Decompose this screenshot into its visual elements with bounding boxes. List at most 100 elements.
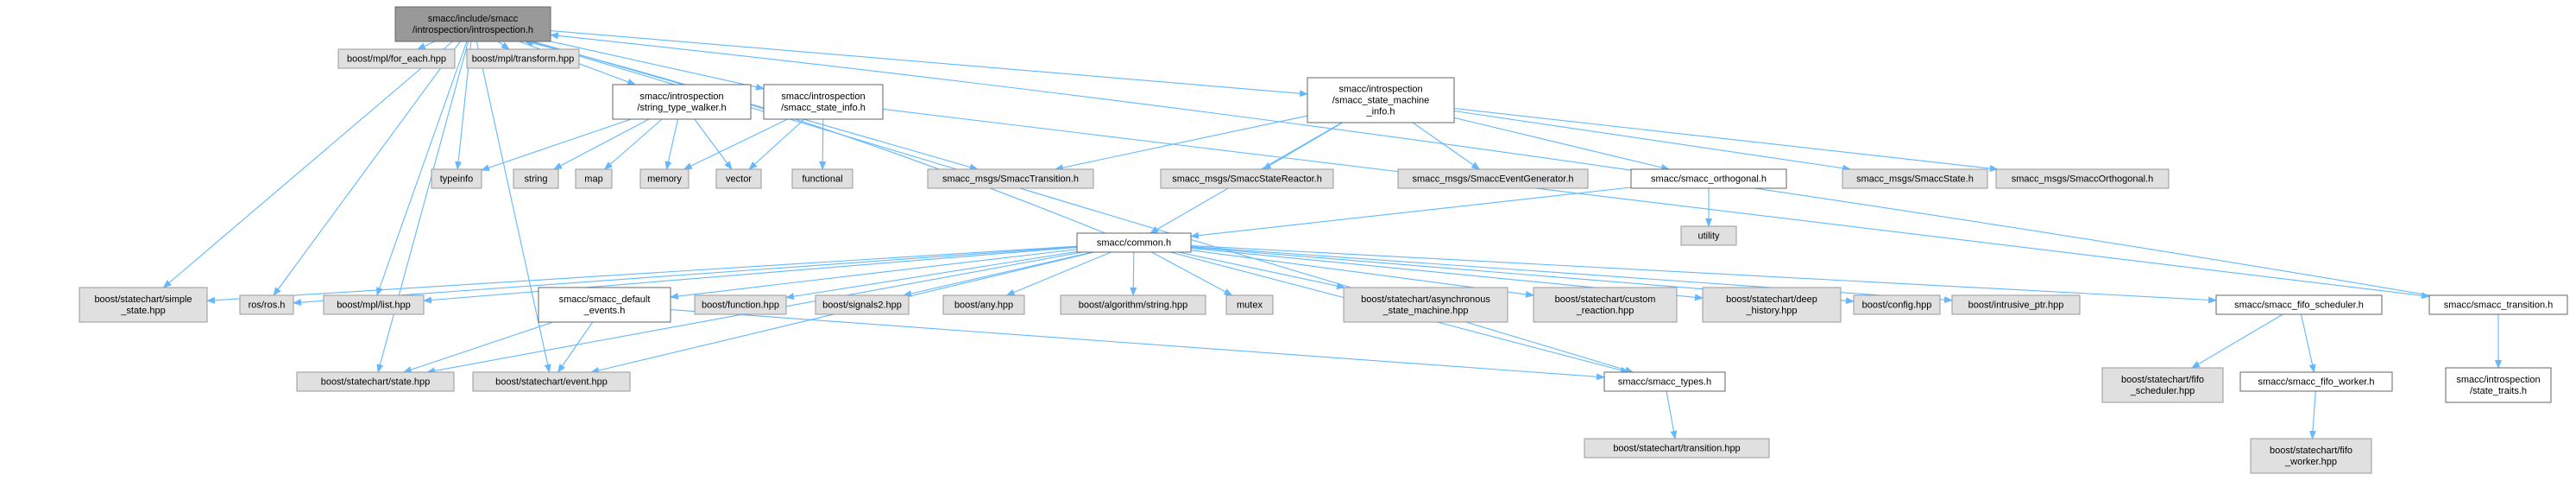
node-label-SmaccOrthogonal-line-0: smacc_msgs/SmaccOrthogonal.h [2012, 174, 2153, 185]
edge-smacc_types-to-transition_hpp [1666, 390, 1678, 440]
node-functional: functional [791, 168, 853, 189]
edge-smacc_transition-to-root [550, 32, 2430, 296]
node-label-smacc_state_info-line-1: /smacc_state_info.h [781, 103, 866, 113]
node-label-transition_hpp-line-0: boost/statechart/transition.hpp [1613, 444, 1740, 454]
node-box-smacc_orthogonal [1630, 168, 1787, 189]
node-transition_hpp: boost/statechart/transition.hpp [1584, 438, 1770, 459]
node-SmaccEventGenerator: smacc_msgs/SmaccEventGenerator.h [1397, 168, 1589, 189]
node-label-utility-line-0: utility [1697, 231, 1720, 242]
node-SmaccTransition: smacc_msgs/SmaccTransition.h [927, 168, 1094, 189]
node-SmaccStateReactor: smacc_msgs/SmaccStateReactor.h [1160, 168, 1334, 189]
node-box-string [513, 168, 559, 189]
node-label-state_hpp-line-0: boost/statechart/state.hpp [321, 377, 431, 388]
node-smacc_state_machine_info[interactable]: smacc/introspection/smacc_state_machine_… [1307, 77, 1455, 123]
edge-string_type_walker-to-memory [664, 118, 679, 170]
node-smacc_transition[interactable]: smacc/smacc_transition.h [2428, 294, 2568, 315]
node-default_events[interactable]: smacc/smacc_default_events.h [538, 287, 671, 323]
node-label-smacc_state_info-line-0: smacc/introspection [781, 92, 865, 102]
node-string: string [513, 168, 559, 189]
node-utility: utility [1680, 225, 1737, 246]
edge-smacc_state_machine_info-to-smacc_orthogonal [1453, 117, 1671, 171]
edge-common-to-ros [293, 246, 1078, 307]
node-box-mpl_transform [466, 48, 580, 69]
node-box-state_hpp [296, 371, 455, 392]
node-function: boost/function.hpp [694, 294, 787, 315]
node-label-custom_reaction-line-0: boost/statechart/custom [1555, 294, 1656, 305]
node-fifo_worker_hpp: boost/statechart/fifo_worker.hpp [2250, 438, 2372, 474]
node-box-typeinfo [431, 168, 482, 189]
edge-root-to-state_hpp [376, 41, 469, 373]
node-box-memory [639, 168, 690, 189]
edge-fifo_scheduler-to-fifo_scheduler_hpp [2191, 313, 2283, 369]
edge-common-to-intrusive_ptr [1190, 246, 1953, 304]
node-box-SmaccEventGenerator [1397, 168, 1589, 189]
node-string_type_walker[interactable]: smacc/introspection/string_type_walker.h [612, 84, 752, 120]
edge-common-to-signals2 [903, 251, 1093, 297]
node-label-root-line-0: smacc/include/smacc [428, 14, 519, 24]
node-mutex: mutex [1225, 294, 1274, 315]
node-box-SmaccTransition [927, 168, 1094, 189]
node-box-mpl_list [323, 294, 425, 315]
node-box-state_traits [2445, 367, 2552, 403]
node-label-async_sm-line-1: _state_machine.hpp [1382, 306, 1468, 316]
node-box-fifo_scheduler [2215, 294, 2383, 315]
node-SmaccState: smacc_msgs/SmaccState.h [1842, 168, 1988, 189]
node-box-deep_history [1702, 287, 1842, 323]
node-smacc_state_info[interactable]: smacc/introspection/smacc_state_info.h [763, 84, 884, 120]
node-label-string_type_walker-line-0: smacc/introspection [639, 92, 723, 102]
node-label-config-line-0: boost/config.hpp [1862, 300, 1932, 311]
node-label-state_traits-line-0: smacc/introspection [2456, 375, 2540, 385]
edge-smacc_state_info-to-memory [683, 118, 788, 170]
node-smacc_orthogonal[interactable]: smacc/smacc_orthogonal.h [1630, 168, 1787, 189]
node-fifo_worker[interactable]: smacc/smacc_fifo_worker.h [2239, 371, 2393, 392]
node-box-intrusive_ptr [1951, 294, 2081, 315]
node-box-mpl_for_each [337, 48, 456, 69]
node-state_traits[interactable]: smacc/introspection/state_traits.h [2445, 367, 2552, 403]
edge-root-to-smacc_state_info [550, 41, 765, 91]
node-async_sm: boost/statechart/asynchronous_state_mach… [1343, 287, 1508, 323]
node-box-simple_state [79, 287, 208, 323]
node-label-deep_history-line-0: boost/statechart/deep [1726, 294, 1817, 305]
node-label-vector-line-0: vector [726, 174, 752, 185]
edge-smacc_state_machine_info-to-SmaccState [1453, 110, 1852, 172]
node-box-function [694, 294, 787, 315]
edge-string_type_walker-to-string [553, 118, 650, 170]
edge-root-to-event_hpp [476, 41, 551, 373]
node-label-default_events-line-1: _events.h [583, 306, 626, 316]
node-box-transition_hpp [1584, 438, 1770, 459]
node-label-mpl_for_each-line-0: boost/mpl/for_each.hpp [347, 54, 446, 65]
edge-common-to-mpl_list [423, 246, 1078, 304]
node-label-ros-line-0: ros/ros.h [249, 300, 286, 311]
node-algorithm_string: boost/algorithm/string.hpp [1060, 294, 1206, 315]
node-box-mutex [1225, 294, 1274, 315]
edge-common-to-async_sm [1178, 251, 1346, 290]
node-smacc_types[interactable]: smacc/smacc_types.h [1603, 371, 1726, 392]
node-box-vector [715, 168, 762, 189]
node-label-algorithm_string-line-0: boost/algorithm/string.hpp [1079, 300, 1188, 311]
edge-common-to-root [524, 40, 1105, 234]
edge-common-to-fifo_scheduler [1190, 244, 2217, 304]
node-vector: vector [715, 168, 762, 189]
edge-common-to-algorithm_string [1130, 251, 1137, 296]
node-common[interactable]: smacc/common.h [1076, 232, 1192, 253]
node-label-function-line-0: boost/function.hpp [702, 300, 779, 311]
node-fifo_scheduler[interactable]: smacc/smacc_fifo_scheduler.h [2215, 294, 2383, 315]
node-label-SmaccState-line-0: smacc_msgs/SmaccState.h [1856, 174, 1974, 185]
edge-common-to-function [785, 250, 1078, 300]
edge-common-to-default_events [670, 249, 1078, 300]
node-label-mpl_transform-line-0: boost/mpl/transform.hpp [472, 54, 575, 65]
edge-smacc_orthogonal-to-common [1190, 187, 1632, 239]
node-label-simple_state-line-1: _state.hpp [120, 306, 165, 316]
node-signals2: boost/signals2.hpp [815, 294, 910, 315]
edge-string_type_walker-to-typeinfo [481, 118, 632, 171]
node-label-fifo_worker_hpp-line-0: boost/statechart/fifo [2270, 446, 2352, 456]
node-box-smacc_state_info [763, 84, 884, 120]
node-label-map-line-0: map [584, 174, 602, 185]
node-root[interactable]: smacc/include/smacc/introspection/intros… [394, 6, 551, 42]
edge-root-to-simple_state [162, 41, 453, 288]
edge-default_events-to-event_hpp [557, 321, 594, 373]
edge-fifo_scheduler-to-fifo_worker [2300, 313, 2316, 373]
node-ros: ros/ros.h [239, 294, 294, 315]
node-label-SmaccStateReactor-line-0: smacc_msgs/SmaccStateReactor.h [1172, 174, 1322, 185]
